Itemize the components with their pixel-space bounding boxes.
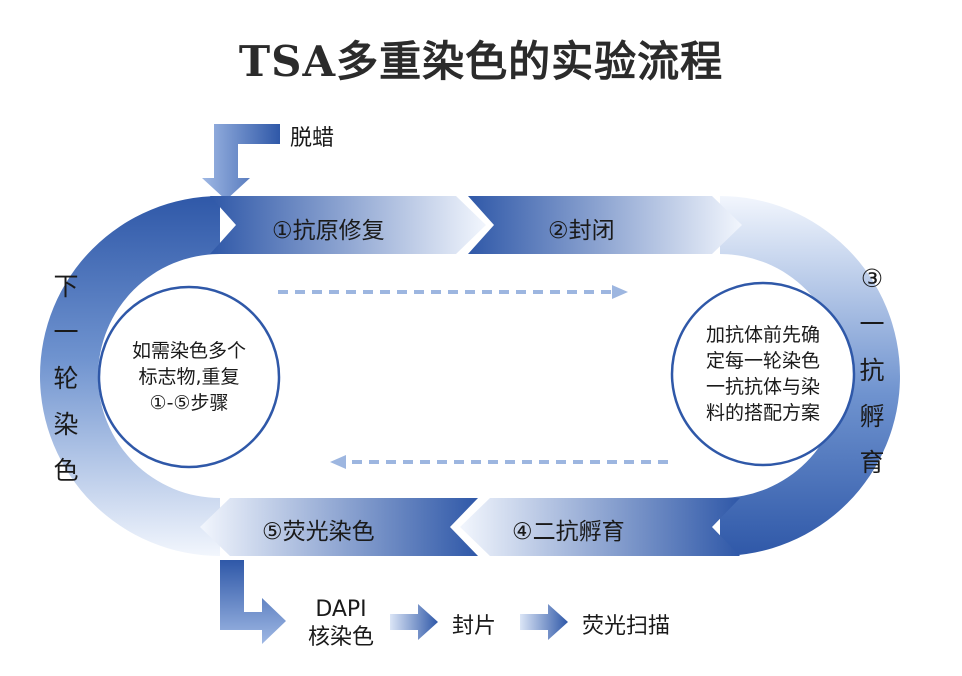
loop-back-label: 下 一 轮 染 色 — [46, 264, 86, 494]
loop-back-char: 色 — [53, 456, 79, 485]
final-step-dapi-line: DAPI — [315, 597, 367, 622]
final-arrow-1 — [390, 604, 438, 640]
left-note-line: ①-⑤步骤 — [149, 392, 229, 414]
step-5-label: ⑤荧光染色 — [262, 519, 375, 545]
left-note-text: 如需染色多个 标志物,重复 ①-⑤步骤 — [109, 338, 269, 416]
right-note-line: 料的搭配方案 — [705, 402, 820, 424]
segment-4-ribbon — [460, 498, 740, 556]
dashed-arrow-right-head — [612, 285, 628, 299]
step-2-label: ②封闭 — [548, 218, 615, 244]
step-3-char: 一 — [859, 310, 885, 339]
right-note-text: 加抗体前先确 定每一轮染色 一抗抗体与染 料的搭配方案 — [683, 322, 843, 426]
exit-arrow — [220, 560, 286, 644]
final-arrow-2 — [520, 604, 568, 640]
dashed-arrow-left-head — [330, 455, 346, 469]
right-note-line: 加抗体前先确 — [705, 324, 820, 346]
step-4-label: ④二抗孵育 — [512, 519, 625, 545]
segment-5-ribbon — [200, 498, 478, 556]
right-note-line: 一抗抗体与染 — [705, 376, 820, 398]
loop-back-char: 下 — [53, 272, 79, 301]
final-step-scan: 荧光扫描 — [582, 614, 671, 639]
step-3-char: 孵 — [859, 402, 885, 431]
step-3-label: ③ 一 抗 孵 育 — [852, 256, 892, 486]
step-3-char: ③ — [860, 264, 884, 293]
step-3-char: 抗 — [859, 356, 885, 385]
diagram-title: TSA多重染色的实验流程 — [238, 37, 724, 86]
start-arrow — [202, 124, 280, 200]
final-step-mount: 封片 — [452, 614, 497, 639]
start-step-label: 脱蜡 — [290, 126, 335, 151]
loop-back-char: 染 — [53, 410, 79, 439]
segment-2-ribbon — [468, 196, 742, 254]
final-step-dapi-line: 核染色 — [307, 625, 374, 650]
left-note-line: 标志物,重复 — [138, 366, 240, 388]
segment-loop-cap — [40, 196, 220, 556]
loop-back-char: 一 — [53, 318, 79, 347]
step-3-char: 育 — [859, 448, 885, 477]
final-step-dapi: DAPI 核染色 — [296, 596, 386, 652]
right-note-line: 定每一轮染色 — [705, 350, 820, 372]
loop-back-char: 轮 — [53, 364, 79, 393]
segment-3-cap — [720, 196, 900, 556]
step-1-label: ①抗原修复 — [272, 218, 385, 244]
right-note-circle — [670, 281, 856, 467]
segment-1-ribbon — [210, 196, 486, 254]
left-note-circle — [97, 285, 281, 469]
left-note-line: 如需染色多个 — [131, 340, 246, 362]
